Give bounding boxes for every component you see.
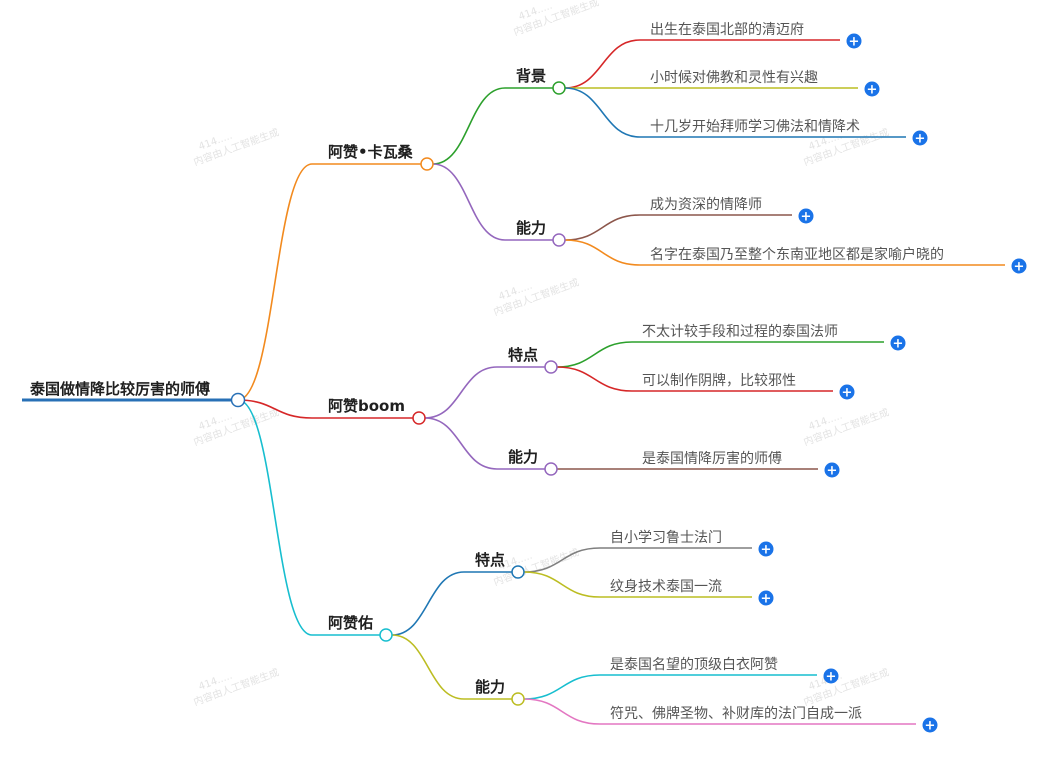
plus-icon-glyph: + — [867, 83, 878, 98]
group-connector — [432, 163, 506, 241]
plus-icon[interactable]: + — [839, 384, 855, 401]
watermark: 414.....内容由人工智能生成 — [802, 665, 891, 708]
leaf-topic: 十几岁开始拜师学习佛法和情降术 — [650, 119, 860, 135]
plus-icon-glyph: + — [761, 543, 772, 558]
leaf-connector — [564, 239, 641, 266]
leaf-connector — [556, 366, 633, 392]
plus-icon[interactable]: + — [824, 462, 840, 479]
leaf-topic: 不太计较手段和过程的泰国法师 — [642, 324, 838, 340]
leaf-connector — [523, 547, 601, 573]
leaf-topic: 是泰国名望的顶级白衣阿赞 — [610, 657, 778, 673]
plus-icon[interactable]: + — [846, 33, 862, 50]
group-node-toggle[interactable] — [511, 565, 525, 579]
plus-icon-bg — [922, 717, 938, 733]
plus-icon-glyph: + — [915, 132, 926, 147]
plus-icon[interactable]: + — [1011, 258, 1027, 275]
plus-icon[interactable]: + — [922, 717, 938, 734]
group-node-toggle[interactable] — [544, 360, 558, 374]
plus-icon-bg — [758, 541, 774, 557]
leaf-topic: 名字在泰国乃至整个东南亚地区都是家喻户晓的 — [650, 246, 944, 263]
leaf-connector — [523, 674, 601, 700]
plus-icon[interactable]: + — [758, 590, 774, 607]
branch-node-toggle[interactable] — [420, 157, 434, 171]
leaf-topic: 成为资深的情降师 — [650, 197, 762, 213]
group-node-toggle[interactable] — [511, 692, 525, 706]
plus-icon-glyph: + — [801, 210, 812, 225]
group-connector — [391, 571, 465, 636]
leaf-connector — [564, 39, 641, 89]
leaf-topic: 出生在泰国北部的清迈府 — [650, 22, 804, 38]
branch-connector — [237, 399, 313, 419]
plus-icon-glyph: + — [827, 464, 838, 479]
plus-icon-bg — [846, 33, 862, 49]
plus-icon[interactable]: + — [890, 335, 906, 352]
group-node-toggle[interactable] — [552, 233, 566, 247]
watermark: 414.....内容由人工智能生成 — [192, 125, 281, 168]
plus-icon-glyph: + — [849, 35, 860, 50]
plus-icon-bg — [824, 462, 840, 478]
leaf-connector — [523, 698, 601, 725]
watermark: 414.....内容由人工智能生成 — [492, 275, 581, 318]
branch-topic: 阿赞佑 — [328, 614, 373, 632]
plus-icon-glyph: + — [826, 670, 837, 685]
branch-node-toggle[interactable] — [412, 411, 426, 425]
group-topic: 能力 — [508, 448, 538, 466]
leaf-connector — [556, 341, 633, 368]
leaf-topic: 可以制作阴牌，比较邪性 — [642, 372, 796, 389]
plus-icon[interactable]: + — [912, 130, 928, 147]
watermark: 414.....内容由人工智能生成 — [802, 405, 891, 448]
group-connector — [432, 87, 506, 165]
plus-icon-bg — [890, 335, 906, 351]
branch-connector — [237, 163, 313, 401]
plus-icon-glyph: + — [842, 386, 853, 401]
plus-icon[interactable]: + — [864, 81, 880, 98]
plus-icon-glyph: + — [761, 592, 772, 607]
leaf-topic: 是泰国情降厉害的师傅 — [642, 451, 782, 467]
plus-icon-bg — [912, 130, 928, 146]
leaf-connector — [564, 87, 641, 138]
leaf-topic: 纹身技术泰国一流 — [610, 579, 722, 595]
plus-icon-glyph: + — [893, 337, 904, 352]
group-topic: 特点 — [508, 346, 538, 364]
group-topic: 背景 — [516, 67, 546, 85]
group-connector — [424, 417, 498, 470]
group-node-toggle[interactable] — [552, 81, 566, 95]
group-topic: 能力 — [475, 678, 505, 696]
leaf-topic: 自小学习鲁士法门 — [610, 530, 722, 546]
watermark: 414.....内容由人工智能生成 — [512, 0, 601, 38]
group-topic: 特点 — [475, 551, 505, 569]
plus-icon-bg — [1011, 258, 1027, 274]
plus-icon-glyph: + — [1014, 260, 1025, 275]
group-connector — [424, 366, 498, 419]
group-node-toggle[interactable] — [544, 462, 558, 476]
group-connector — [391, 634, 465, 700]
branch-connector — [237, 399, 313, 636]
plus-icon-bg — [798, 208, 814, 224]
plus-icon-bg — [864, 81, 880, 97]
plus-icon-bg — [823, 668, 839, 684]
branch-topic: 阿赞boom — [328, 397, 405, 415]
plus-icon-bg — [758, 590, 774, 606]
leaf-connector — [523, 571, 601, 598]
branch-node-toggle[interactable] — [379, 628, 393, 642]
plus-icon-glyph: + — [925, 719, 936, 734]
plus-icon-bg — [839, 384, 855, 400]
plus-icon[interactable]: + — [823, 668, 839, 685]
plus-icon[interactable]: + — [798, 208, 814, 225]
branch-topic: 阿赞•卡瓦桑 — [328, 143, 414, 161]
leaf-connector — [564, 214, 641, 241]
root-node-toggle[interactable] — [230, 392, 246, 408]
leaf-topic: 小时候对佛教和灵性有兴趣 — [650, 70, 818, 86]
leaf-topic: 符咒、佛牌圣物、补财库的法门自成一派 — [610, 705, 862, 722]
plus-icon[interactable]: + — [758, 541, 774, 558]
group-topic: 能力 — [516, 219, 546, 237]
root-topic: 泰国做情降比较厉害的师傅 — [29, 380, 210, 398]
watermark: 414.....内容由人工智能生成 — [192, 665, 281, 708]
